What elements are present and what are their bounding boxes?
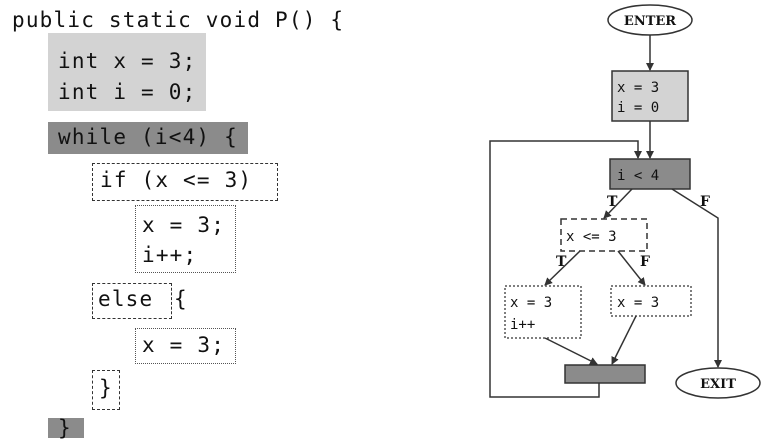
- else-block-node: [610, 285, 692, 317]
- exit-node: [675, 367, 761, 399]
- else-block-line1: x = 3: [617, 295, 659, 311]
- label-if-true: T: [556, 254, 567, 270]
- inner-close-brace-box: [92, 370, 120, 410]
- join-node: [564, 364, 646, 384]
- while-line-highlight: [48, 122, 248, 154]
- edge-loop-true: [603, 188, 633, 219]
- edge-loop-false: [671, 188, 722, 368]
- edge-if-false: [617, 250, 646, 286]
- then-block-box: [135, 205, 236, 273]
- loop-cond-text: i < 4: [617, 168, 659, 184]
- decl-i-line: int i = 0;: [58, 80, 197, 104]
- label-loop-false: F: [700, 194, 710, 210]
- then-block-line2: i++: [510, 317, 535, 333]
- decl-x-line: int x = 3;: [58, 49, 197, 73]
- edge-then-join: [544, 337, 598, 365]
- edge-if-true: [544, 250, 581, 286]
- exit-label: EXIT: [700, 377, 736, 392]
- if-cond-line: if (x <= 3): [100, 168, 253, 192]
- then-block-line1: x = 3: [510, 295, 552, 311]
- if-cond-node: [560, 218, 648, 252]
- while-line: while (i<4) {: [58, 125, 238, 149]
- else-block-box: [135, 328, 236, 364]
- entry-block-line1: x = 3: [617, 80, 659, 96]
- entry-block-line2: i = 0: [617, 100, 659, 116]
- enter-label: ENTER: [624, 14, 676, 29]
- inner-close-brace: }: [99, 376, 113, 400]
- loop-cond-node: [609, 158, 691, 190]
- else-assign-line: x = 3;: [142, 333, 226, 357]
- control-flow-graph: ENTER x = 3 i = 0 i < 4 T F x <= 3 T F x…: [480, 0, 775, 432]
- else-kw-box: [92, 283, 172, 319]
- entry-block-node: [611, 70, 689, 122]
- else-keyword: else: [98, 287, 154, 311]
- outer-close-brace: }: [58, 416, 72, 440]
- cfg-svg: ENTER x = 3 i = 0 i < 4 T F x <= 3 T F x…: [489, 4, 761, 399]
- then-incr-line: i++;: [142, 243, 198, 267]
- then-block-node: [504, 285, 582, 339]
- then-assign-line: x = 3;: [142, 213, 226, 237]
- label-if-false: F: [640, 254, 650, 270]
- if-cond-box: [92, 163, 278, 201]
- init-block-highlight: [48, 33, 206, 111]
- label-loop-true: T: [607, 194, 618, 210]
- edge-back-loop: [489, 140, 642, 398]
- edge-else-join: [611, 315, 637, 365]
- source-code-panel: public static void P() { int x = 3; int …: [0, 0, 380, 440]
- else-open-brace: {: [174, 287, 188, 311]
- method-header: public static void P() {: [12, 8, 345, 32]
- if-cond-text: x <= 3: [566, 229, 617, 245]
